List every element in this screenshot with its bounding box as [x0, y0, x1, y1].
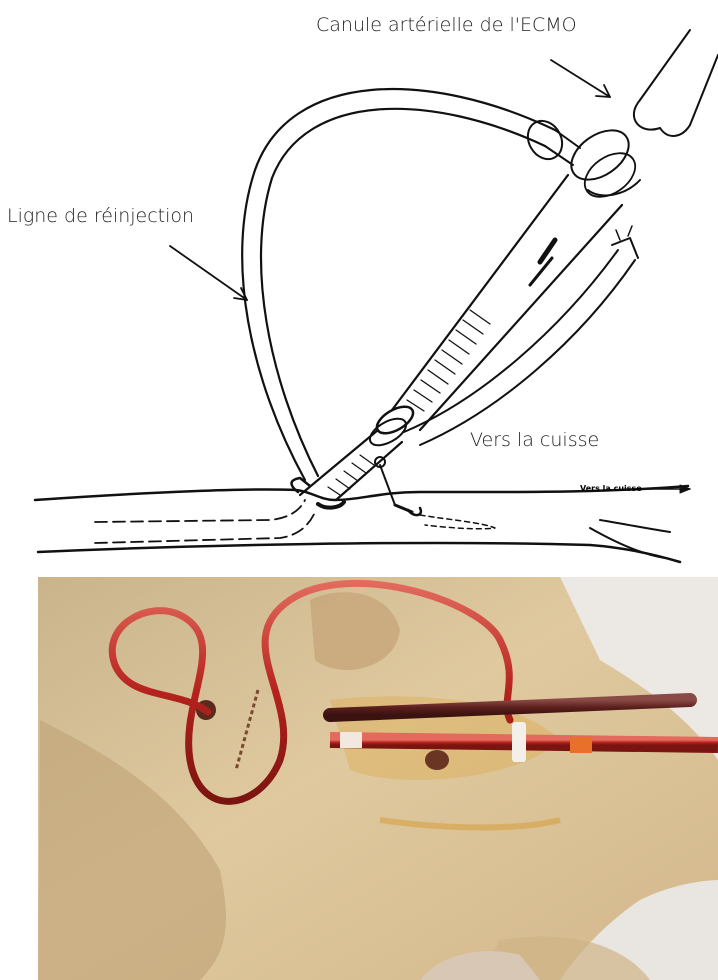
schematic-drawing — [35, 30, 718, 562]
arrow-reinjection-line — [170, 246, 247, 300]
label-towards-thigh-original: Vers la cuisse — [580, 484, 642, 493]
arterial-cannula-sheath — [640, 30, 690, 100]
label-towards-thigh: Vers la cuisse — [467, 429, 602, 451]
label-arterial-cannula: Canule artérielle de l'ECMO — [313, 14, 580, 36]
clinical-photo — [38, 577, 718, 980]
vessel-wall — [38, 543, 680, 562]
arrow-arterial-cannula — [551, 60, 610, 97]
cannula-body — [392, 175, 568, 410]
insertion-site-right — [425, 750, 449, 770]
label-reinjection-line: Ligne de réinjection — [4, 205, 197, 227]
